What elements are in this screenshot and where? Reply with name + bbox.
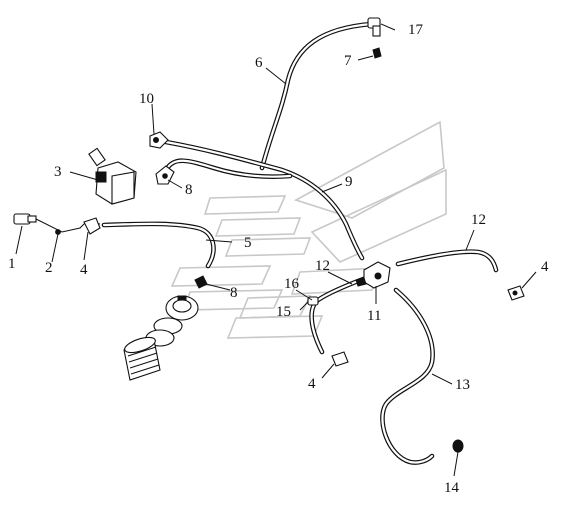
callout-8-upper: 8 [185, 182, 193, 198]
elbow-8-upper [155, 165, 175, 185]
callout-13: 13 [455, 377, 470, 393]
callout-15: 15 [276, 304, 291, 320]
hose-5 [101, 221, 216, 269]
callout-3: 3 [54, 164, 62, 180]
filter-head [165, 295, 199, 321]
hose-upper-pressure [163, 139, 365, 261]
callout-5: 5 [244, 235, 252, 251]
hose-13 [380, 287, 435, 465]
callout-2: 2 [45, 260, 53, 276]
elbow-10 [149, 131, 169, 149]
plug-14 [452, 439, 464, 453]
elbow-4-right [507, 285, 525, 301]
callout-7: 7 [344, 53, 352, 69]
callout-6: 6 [255, 55, 263, 71]
fitting-16 [355, 277, 367, 287]
callout-4-bottom: 4 [308, 376, 316, 392]
callout-17: 17 [408, 22, 424, 38]
hose-9 [163, 158, 293, 180]
callout-11: 11 [367, 308, 381, 324]
tee-11 [363, 261, 391, 289]
hose-6 [259, 21, 375, 171]
callout-4-left: 4 [80, 262, 88, 278]
callout-9: 9 [345, 174, 353, 190]
valve-block-3 [88, 147, 137, 205]
elbow-4-left [83, 217, 101, 235]
elbow-4-bottom [331, 351, 349, 367]
callout-labels: 17 7 6 10 3 8 9 12 5 1 2 4 12 4 16 8 15 … [8, 22, 549, 496]
callout-12-right: 12 [471, 212, 486, 228]
filter-element [123, 336, 161, 381]
connector-1 [13, 213, 37, 225]
callout-1: 1 [8, 256, 16, 272]
hose-12-right [395, 249, 499, 273]
callout-16: 16 [284, 276, 300, 292]
elbow-17 [367, 17, 381, 37]
callout-10: 10 [139, 91, 154, 107]
leader-lines [15, 23, 537, 477]
hose-12-left [309, 275, 369, 355]
callout-8-lower: 8 [230, 285, 238, 301]
callout-4-right: 4 [541, 259, 549, 275]
callout-14: 14 [444, 480, 460, 496]
plug-7 [372, 47, 382, 59]
callout-12-left: 12 [315, 258, 330, 274]
